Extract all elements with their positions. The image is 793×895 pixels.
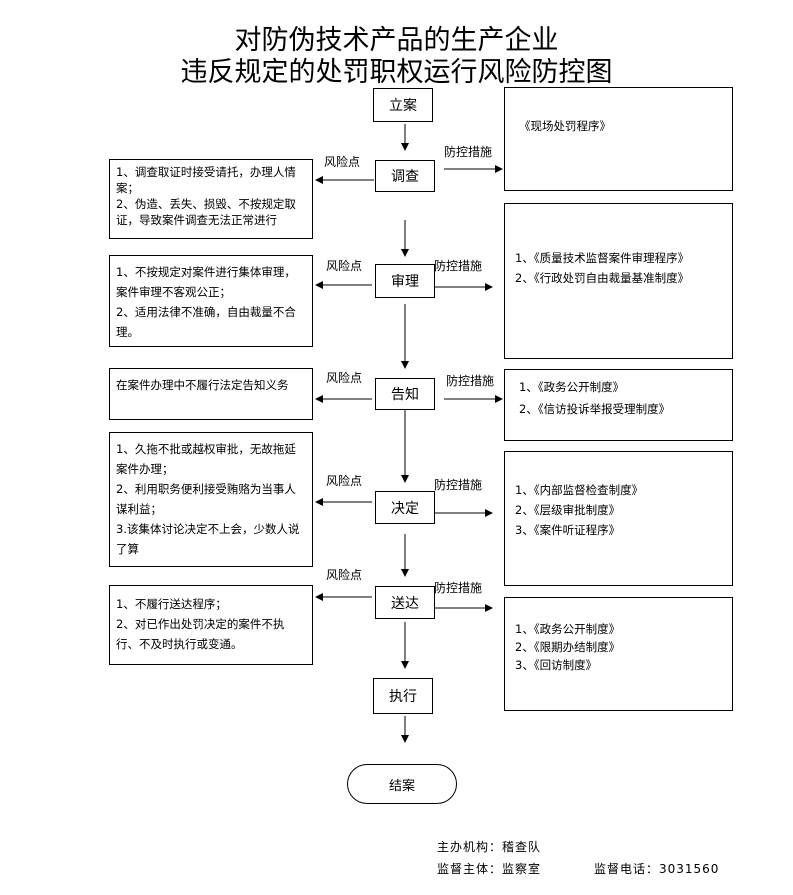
footer-phone: 监督电话：3031560 bbox=[594, 862, 720, 876]
risk-box-diaocha: 1、调查取证时接受请托，办理人情案； 2、伪造、丢失、损毁、不按规定取证，导致案… bbox=[109, 159, 313, 239]
measure-box-jueding: 1、《内部监督检查制度》 2、《层级审批制度》 3、《案件听证程序》 bbox=[504, 451, 733, 586]
measure-label: 防控措施 bbox=[444, 145, 493, 159]
measure-label: 防控措施 bbox=[446, 374, 495, 388]
risk-box-songda: 1、不履行送达程序； 2、对已作出处罚决定的案件不执行、不及时执行或变通。 bbox=[109, 585, 313, 665]
measure-label: 防控措施 bbox=[434, 581, 483, 595]
risk-label: 风险点 bbox=[326, 259, 363, 273]
risk-label: 风险点 bbox=[326, 474, 363, 488]
footer-organizer: 主办机构：稽查队 bbox=[437, 840, 542, 854]
risk-box-jueding: 1、久拖不批或越权审批，无故拖延案件办理； 2、利用职务便利接受贿赂为当事人谋利… bbox=[109, 432, 313, 567]
step-gaozhi: 告知 bbox=[375, 378, 435, 410]
step-songda: 送达 bbox=[375, 586, 435, 619]
risk-label: 风险点 bbox=[326, 568, 363, 582]
step-jueding: 决定 bbox=[375, 491, 435, 524]
step-lian: 立案 bbox=[373, 88, 433, 122]
risk-box-shenli: 1、不按规定对案件进行集体审理，案件审理不客观公正； 2、适用法律不准确，自由裁… bbox=[109, 255, 313, 347]
risk-label: 风险点 bbox=[324, 155, 361, 169]
title-line-1: 对防伪技术产品的生产企业 bbox=[234, 25, 559, 56]
risk-label: 风险点 bbox=[326, 371, 363, 385]
measure-box-shenli: 1、《质量技术监督案件审理程序》 2、《行政处罚自由裁量基准制度》 bbox=[504, 203, 733, 359]
step-shenli: 审理 bbox=[375, 264, 435, 298]
measure-box-gaozhi: 1、《政务公开制度》 2、《信访投诉举报受理制度》 bbox=[504, 369, 733, 441]
end-jiean: 结案 bbox=[347, 764, 457, 804]
footer-supervisor: 监督主体：监察室 bbox=[437, 862, 542, 876]
step-zhixing: 执行 bbox=[373, 678, 433, 714]
step-diaocha: 调查 bbox=[375, 160, 435, 192]
measure-box-diaocha: 《现场处罚程序》 bbox=[504, 87, 733, 191]
measure-label: 防控措施 bbox=[434, 259, 483, 273]
risk-box-gaozhi: 在案件办理中不履行法定告知义务 bbox=[109, 368, 313, 420]
measure-box-songda: 1、《政务公开制度》 2、《限期办结制度》 3、《回访制度》 bbox=[504, 597, 733, 711]
title-line-2: 违反规定的处罚职权运行风险防控图 bbox=[180, 57, 613, 88]
measure-label: 防控措施 bbox=[434, 478, 483, 492]
